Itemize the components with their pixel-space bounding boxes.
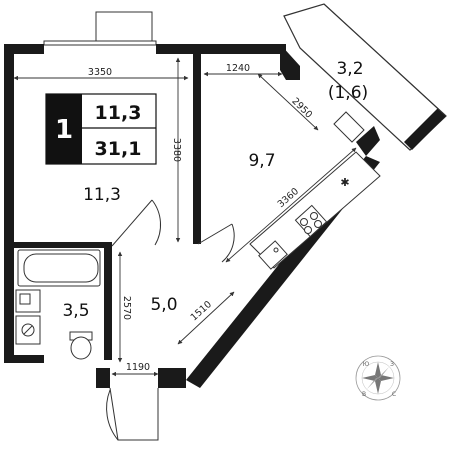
toilet-icon — [69, 331, 93, 360]
room-area-kitchen: 9,7 — [248, 151, 275, 171]
dim-hall-diag: 1510 — [189, 299, 214, 323]
compass-north: Ю — [363, 361, 370, 368]
top-window — [43, 11, 157, 46]
apartment-badge: 1 11,3 31,1 — [45, 93, 157, 165]
badge-living-area: 11,3 — [95, 102, 142, 124]
compass-rose-icon: Ю З С В — [355, 355, 401, 401]
dim-kitchen-diag: 2950 — [289, 96, 314, 121]
room-area-bathroom: 3,5 — [62, 301, 89, 321]
washing-machine-icon — [15, 289, 41, 345]
balcony-door[interactable] — [333, 111, 365, 143]
bathtub-icon — [17, 249, 101, 287]
room-area-balcony: 3,2 — [336, 59, 363, 79]
compass-west: В — [362, 391, 366, 398]
room-area-living: 11,3 — [83, 185, 121, 205]
kitchen-door[interactable] — [197, 223, 235, 263]
dim-entry-width: 1190 — [126, 362, 150, 373]
balcony — [283, 3, 447, 151]
dim-hall-height: 2570 — [121, 296, 132, 320]
compass-south: С — [392, 391, 396, 398]
kitchen-appliance-icon: ✱ — [340, 176, 349, 189]
dim-living-height: 3380 — [171, 138, 182, 162]
entrance-door[interactable] — [106, 387, 159, 441]
dimension-lines — [13, 57, 357, 377]
badge-total-area: 31,1 — [95, 138, 142, 160]
badge-room-count: 1 — [55, 115, 73, 145]
dim-kitchen-top: 1240 — [226, 63, 250, 74]
room-area-balcony-reduced: (1,6) — [328, 83, 368, 103]
dim-living-width: 3350 — [88, 67, 112, 78]
living-door[interactable] — [111, 199, 161, 247]
compass-east: З — [390, 361, 394, 368]
room-area-hall: 5,0 — [150, 295, 177, 315]
